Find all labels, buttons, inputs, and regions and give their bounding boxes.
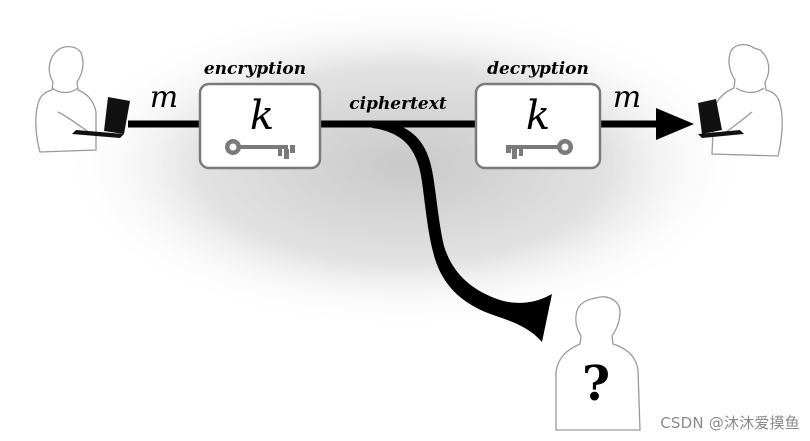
eavesdropper-person-icon xyxy=(555,296,641,431)
key-icon xyxy=(506,139,573,159)
key-icon xyxy=(225,139,295,159)
sender-person-icon xyxy=(35,45,97,153)
key-label-decryption: k xyxy=(526,93,550,139)
laptop-icon xyxy=(698,99,744,138)
ciphertext-label: ciphertext xyxy=(349,94,447,114)
eavesdropper-question-mark: ? xyxy=(582,356,610,412)
watermark: CSDN @沐沐爱摸鱼 xyxy=(660,414,800,432)
decryption-label: decryption xyxy=(487,59,589,79)
message-label-right: m xyxy=(613,80,641,115)
eavesdrop-branch xyxy=(372,121,552,342)
key-label-encryption: k xyxy=(250,93,274,139)
receiver-person-icon xyxy=(711,43,783,157)
arrowhead-right xyxy=(656,108,694,140)
background-glow xyxy=(60,0,750,330)
laptop-icon xyxy=(72,97,130,138)
message-label-left: m xyxy=(150,80,178,115)
encryption-label: encryption xyxy=(204,59,306,79)
